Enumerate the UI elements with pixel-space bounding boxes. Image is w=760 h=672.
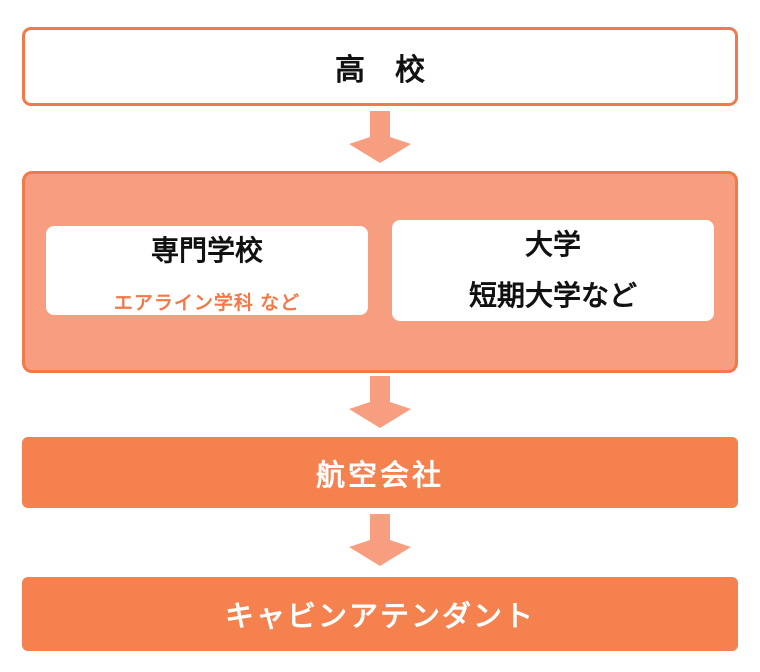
vocational-school-title: 専門学校 — [150, 234, 263, 266]
university-line-1: 大学 — [524, 229, 581, 261]
university-line-2: 短期大学など — [468, 279, 637, 311]
down-arrow-icon — [349, 514, 411, 566]
node-group-education: 専門学校 エアライン学科 など 大学 短期大学など — [22, 171, 738, 373]
down-arrow-icon — [349, 376, 411, 428]
node-cabin-attendant: キャビンアテンダント — [22, 577, 738, 651]
node-airline-company: 航空会社 — [22, 437, 738, 508]
node-university: 大学 短期大学など — [392, 220, 714, 321]
node-high-school: 高 校 — [22, 27, 738, 106]
vocational-school-note: エアライン学科 など — [113, 293, 301, 315]
down-arrow-icon — [349, 111, 411, 163]
high-school-label: 高 校 — [335, 53, 425, 87]
cabin-attendant-label: キャビンアテンダント — [224, 601, 535, 633]
airline-company-label: 航空会社 — [315, 459, 444, 492]
node-vocational-school: 専門学校 エアライン学科 など — [46, 225, 368, 316]
